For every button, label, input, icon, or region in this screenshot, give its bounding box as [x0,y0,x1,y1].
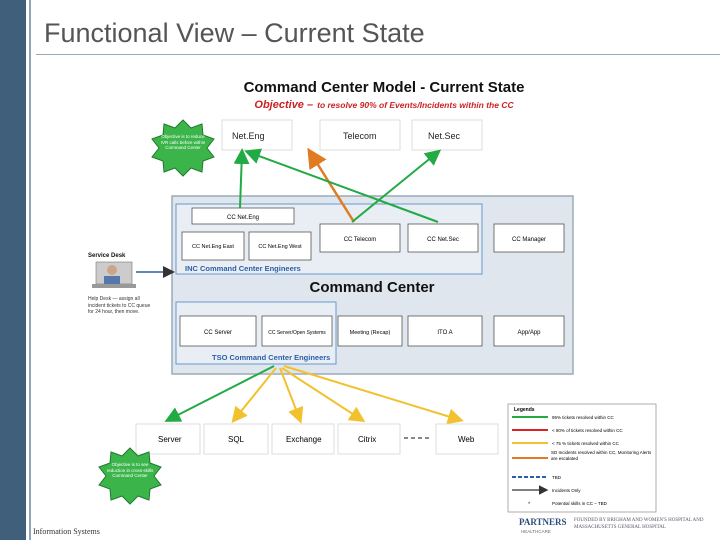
legend-star-icon: * [528,502,531,508]
partners-logo: PARTNERS HEALTHCARE [519,517,567,534]
top-box-telecom-label: Telecom [343,131,377,141]
legend-title: Legends [514,407,535,413]
top-box-neteng-label: Net.Eng [232,131,265,141]
legend-item-5: TBD [552,475,562,480]
top-box-netsec: Net.Sec [411,119,483,151]
service-desk-note: Help Desk — assign all incident tickets … [88,296,151,316]
inc-box-cc-neteng: CC Net.Eng [191,207,295,225]
tso-box-cc-server-open: CC Server/Open Systems [261,315,333,347]
tso-group-label: TSO Command Center Engineers [212,353,330,362]
inc-box-cc-neteng-east: CC Net.Eng East [181,231,245,261]
legend-item-2: < 90% of tickets resolved within CC [552,428,623,433]
legend: Legends 95% tickets resolved within CC <… [507,403,657,513]
arrow-citrix-yellow [281,367,366,423]
inc-box-cc-netsec-label: CC Net.Sec [427,237,459,243]
objective-star-bottom: Objective is to see reduction in cross-s… [98,447,162,505]
star-top-text: Objective is to reduce IVR calls before … [160,134,206,150]
top-box-netsec-label: Net.Sec [428,131,461,141]
star-bottom-text: Objective is to see reduction in cross-s… [106,462,154,478]
service-desk-person-icon [92,261,136,288]
legend-item-6: Incidents Only [552,488,581,493]
objective-prefix: Objective – [254,99,313,111]
bottom-box-exchange-label: Exchange [286,435,322,444]
tso-box-ito-a: ITO A [407,315,483,347]
bottom-box-web-label: Web [458,435,475,444]
tso-box-meeting-label: Meeting (Recap) [350,330,391,336]
service-desk-label: Service Desk [88,253,126,259]
arrow-server-green [164,365,275,422]
footer-label: Information Systems [33,527,100,536]
logo-subtext: HEALTHCARE [521,529,551,534]
inc-box-cc-neteng-label: CC Net.Eng [227,215,259,221]
arrow-sql-yellow [231,367,277,424]
objective-text: to resolve 90% of Events/Incidents withi… [317,100,514,110]
diagram-heading: Command Center Model - Current State [244,79,525,96]
inc-group-label: INC Command Center Engineers [185,264,301,273]
arrow-netsec-green [351,149,442,223]
objective-line: Objective – to resolve 90% of Events/Inci… [254,99,514,111]
bottom-box-server: Server [135,423,201,455]
slide-sidebar-bar [0,0,26,540]
inc-box-cc-manager: CC Manager [493,223,565,253]
arrow-web-yellow [283,365,464,425]
bottom-box-server-label: Server [158,435,182,444]
command-center-label: Command Center [309,279,434,296]
legend-item-1: 95% tickets resolved within CC [552,415,615,420]
inc-box-cc-manager-label: CC Manager [512,237,546,243]
arrow-neteng-green-2 [244,148,439,223]
tso-box-cc-server-open-label: CC Server/Open Systems [268,330,326,336]
bottom-box-web: Web [435,423,499,455]
legend-item-4: SD Incidents resolved within CC, Monitor… [551,450,652,461]
legend-item-3: < 75 % tickets resolved within CC [552,441,620,446]
arrow-telecom-orange [307,147,356,223]
tso-box-ito-a-label: ITO A [437,330,452,336]
tso-box-app: App/App [493,315,565,347]
inc-box-cc-netsec: CC Net.Sec [407,223,479,253]
inc-box-cc-telecom: CC Telecom [319,223,401,253]
inc-box-cc-neteng-west-label: CC Net.Eng West [258,244,302,250]
bottom-box-citrix-label: Citrix [358,435,376,444]
inc-box-cc-neteng-west: CC Net.Eng West [248,231,312,261]
top-box-neteng: Net.Eng [221,119,293,151]
arrow-exchange-yellow [279,367,304,424]
top-box-telecom: Telecom [319,119,401,151]
bottom-box-citrix: Citrix [337,423,401,455]
slide-title: Functional View – Current State [44,18,425,48]
logo-hospitals-text: FOUNDED BY BRIGHAM AND WOMEN'S HOSPITAL … [574,518,704,530]
slide-sidebar-line [29,0,31,540]
logo-text: PARTNERS [519,517,567,527]
bottom-box-sql: SQL [203,423,269,455]
tso-box-app-label: App/App [517,330,541,336]
title-divider [36,54,720,55]
bottom-box-exchange: Exchange [271,423,335,455]
legend-item-7: Potential skills in CC – TBD [552,501,608,506]
inc-box-cc-neteng-east-label: CC Net.Eng East [192,244,234,250]
tso-box-cc-server: CC Server [179,315,257,347]
arrow-neteng-green-1 [233,148,250,209]
tso-box-meeting: Meeting (Recap) [337,315,403,347]
tso-box-cc-server-label: CC Server [204,330,232,336]
bottom-box-sql-label: SQL [228,435,245,444]
inc-box-cc-telecom-label: CC Telecom [344,237,377,243]
objective-star-top: Objective is to reduce IVR calls before … [151,119,215,177]
